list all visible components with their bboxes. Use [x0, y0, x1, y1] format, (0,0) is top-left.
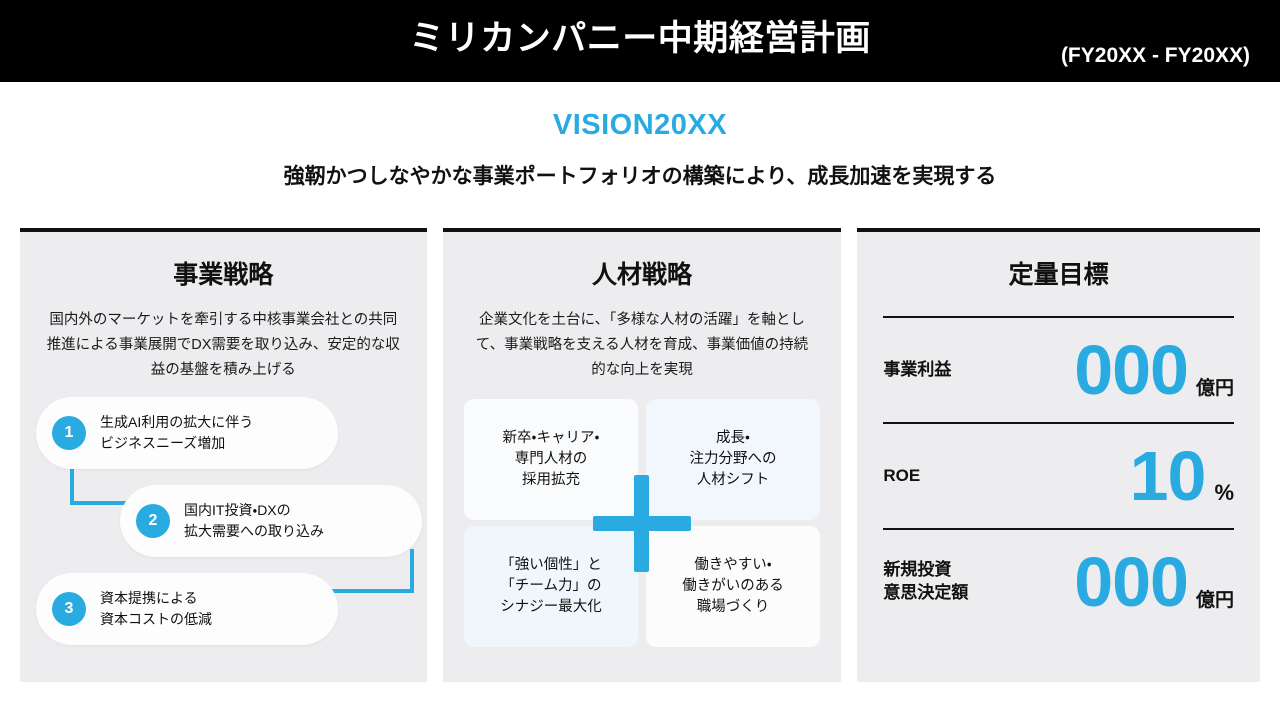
vision-block: VISION20XX 強靭かつしなやかな事業ポートフォリオの構築により、成長加速…: [0, 109, 1280, 189]
metric-row-roe: ROE 10 %: [883, 424, 1234, 528]
vision-subtitle: 強靭かつしなやかな事業ポートフォリオの構築により、成長加速を実現する: [283, 164, 997, 188]
metric-label-new-investment-line2: 意思決定額: [883, 583, 969, 602]
metric-label-new-investment: 新規投資 意思決定額: [883, 559, 1015, 605]
quadrant-br-line1: 働きやすい・: [694, 556, 772, 573]
panel-business-strategy-description: 国内外のマーケットを牽引する中核事業会社との共同推進による事業展開でDX需要を取…: [46, 312, 400, 378]
metric-row-operating-profit: 事業利益 000 億円: [883, 318, 1234, 422]
quadrant-card-top-right[interactable]: 成長・ 注力分野への 人材シフト: [645, 398, 820, 520]
quadrant-tr-line1: 成長・: [716, 429, 750, 446]
vision-title: VISION20XX: [552, 109, 728, 141]
slide-header: ミリカンパニー中期経営計画 (FY20XX - FY20XX): [0, 0, 1280, 82]
step-text-1-line1: 生成AI利用の拡大に伴う: [100, 414, 254, 431]
panel-hr-strategy: 人材戦略 企業文化を土台に、「多様な人材の活躍」を軸として、事業戦略を支える人材…: [442, 228, 842, 682]
quadrant-bl-line3: シナジー最大化: [500, 598, 602, 615]
metric-label-roe: ROE: [883, 465, 1015, 488]
metric-divider-2: [883, 422, 1234, 424]
metric-value-operating-profit: 000: [1074, 330, 1189, 409]
step-text-2-line2: 拡大需要への取り込み: [184, 522, 324, 539]
panel-quantitative-targets: 定量目標 事業利益 000 億円 ROE 10 %: [857, 228, 1260, 682]
panel-quantitative-targets-heading: 定量目標: [1008, 261, 1109, 289]
fiscal-period-label: (FY20XX - FY20XX): [1060, 44, 1250, 67]
metric-list: 事業利益 000 億円 ROE 10 % 新規投: [883, 316, 1234, 634]
quadrant-card-bottom-left[interactable]: 「強い個性」と 「チーム力」の シナジー最大化: [463, 525, 638, 647]
quadrant-card-top-left-text: 新卒・キャリア・ 専門人材の 採用拡充: [503, 428, 600, 491]
page-title: ミリカンパニー中期経営計画: [409, 19, 871, 58]
step-text-2: 国内IT投資・DXの 拡大需要への取り込み: [184, 500, 324, 541]
panel-business-strategy-heading: 事業戦略: [173, 261, 274, 289]
metric-unit-operating-profit: 億円: [1195, 377, 1234, 399]
panel-business-strategy: 事業戦略 国内外のマーケットを牽引する中核事業会社との共同推進による事業展開でD…: [20, 228, 427, 682]
step-number-badge-1: 1: [52, 415, 86, 450]
metric-label-operating-profit-line1: 事業利益: [883, 359, 952, 379]
step-number-badge-2: 2: [136, 503, 170, 538]
panel-hr-strategy-heading: 人材戦略: [591, 261, 692, 289]
quadrant-tl-line2: 専門人材の: [514, 450, 588, 467]
step-card-2[interactable]: 2 国内IT投資・DXの 拡大需要への取り込み: [120, 484, 422, 557]
metric-unit-roe: %: [1214, 479, 1234, 505]
metric-label-roe-line1: ROE: [883, 465, 921, 485]
quadrant-tr-line3: 人材シフト: [696, 471, 770, 488]
metric-divider-3: [883, 528, 1234, 530]
quadrant-tl-line3: 採用拡充: [521, 471, 580, 488]
metric-value-group-roe: 10 %: [1015, 436, 1234, 515]
step-card-3[interactable]: 3 資本提携による 資本コストの低減: [36, 572, 338, 645]
quadrant-br-line2: 働きがいのある: [682, 577, 784, 594]
quadrant-br-line3: 職場づくり: [696, 598, 770, 615]
metric-row-new-investment: 新規投資 意思決定額 000 億円: [883, 530, 1234, 634]
quadrant-bl-line1: 「強い個性」と: [500, 556, 602, 573]
hr-strategy-quadrant-grid: 新卒・キャリア・ 専門人材の 採用拡充 成長・ 注力分野への 人材シフト 「強い…: [463, 398, 820, 647]
step-text-2-line1: 国内IT投資・DXの: [184, 502, 291, 519]
quadrant-card-bottom-right-text: 働きやすい・ 働きがいのある 職場づくり: [682, 555, 784, 618]
metric-unit-new-investment: 億円: [1195, 589, 1234, 611]
step-text-3-line2: 資本コストの低減: [100, 610, 212, 627]
plus-icon-vertical-bar: [633, 474, 649, 572]
quadrant-tl-line1: 新卒・キャリア・: [502, 429, 600, 446]
metric-label-new-investment-line1: 新規投資: [883, 560, 952, 580]
quadrant-bl-line2: 「チーム力」の: [500, 577, 602, 594]
metric-value-group-operating-profit: 000 億円: [1015, 330, 1234, 409]
quadrant-tr-line2: 注力分野への: [689, 450, 777, 467]
strategy-panels-row: 事業戦略 国内外のマーケットを牽引する中核事業会社との共同推進による事業展開でD…: [20, 228, 1260, 682]
business-strategy-step-list: 1 生成AI利用の拡大に伴う ビジネスニーズ増加 2 国内IT投資・DXの 拡大…: [20, 396, 427, 647]
quadrant-card-bottom-right[interactable]: 働きやすい・ 働きがいのある 職場づくり: [645, 525, 820, 647]
step-text-3-line1: 資本提携による: [100, 590, 198, 607]
metric-divider-1: [883, 316, 1234, 318]
step-text-1: 生成AI利用の拡大に伴う ビジネスニーズ増加: [100, 412, 253, 453]
metric-value-group-new-investment: 000 億円: [1015, 542, 1234, 621]
quadrant-card-top-right-text: 成長・ 注力分野への 人材シフト: [689, 428, 776, 491]
panel-hr-strategy-description: 企業文化を土台に、「多様な人材の活躍」を軸として、事業戦略を支える人材を育成、事…: [475, 312, 809, 378]
quadrant-card-top-left[interactable]: 新卒・キャリア・ 専門人材の 採用拡充: [463, 398, 638, 520]
step-number-badge-3: 3: [52, 591, 86, 626]
metric-value-roe: 10: [1129, 436, 1207, 515]
quadrant-card-bottom-left-text: 「強い個性」と 「チーム力」の シナジー最大化: [500, 555, 602, 618]
metric-value-new-investment: 000: [1074, 542, 1189, 621]
metric-label-operating-profit: 事業利益: [883, 359, 1015, 382]
step-text-3: 資本提携による 資本コストの低減: [100, 588, 212, 629]
step-text-1-line2: ビジネスニーズ増加: [100, 434, 226, 451]
step-card-1[interactable]: 1 生成AI利用の拡大に伴う ビジネスニーズ増加: [36, 396, 338, 469]
